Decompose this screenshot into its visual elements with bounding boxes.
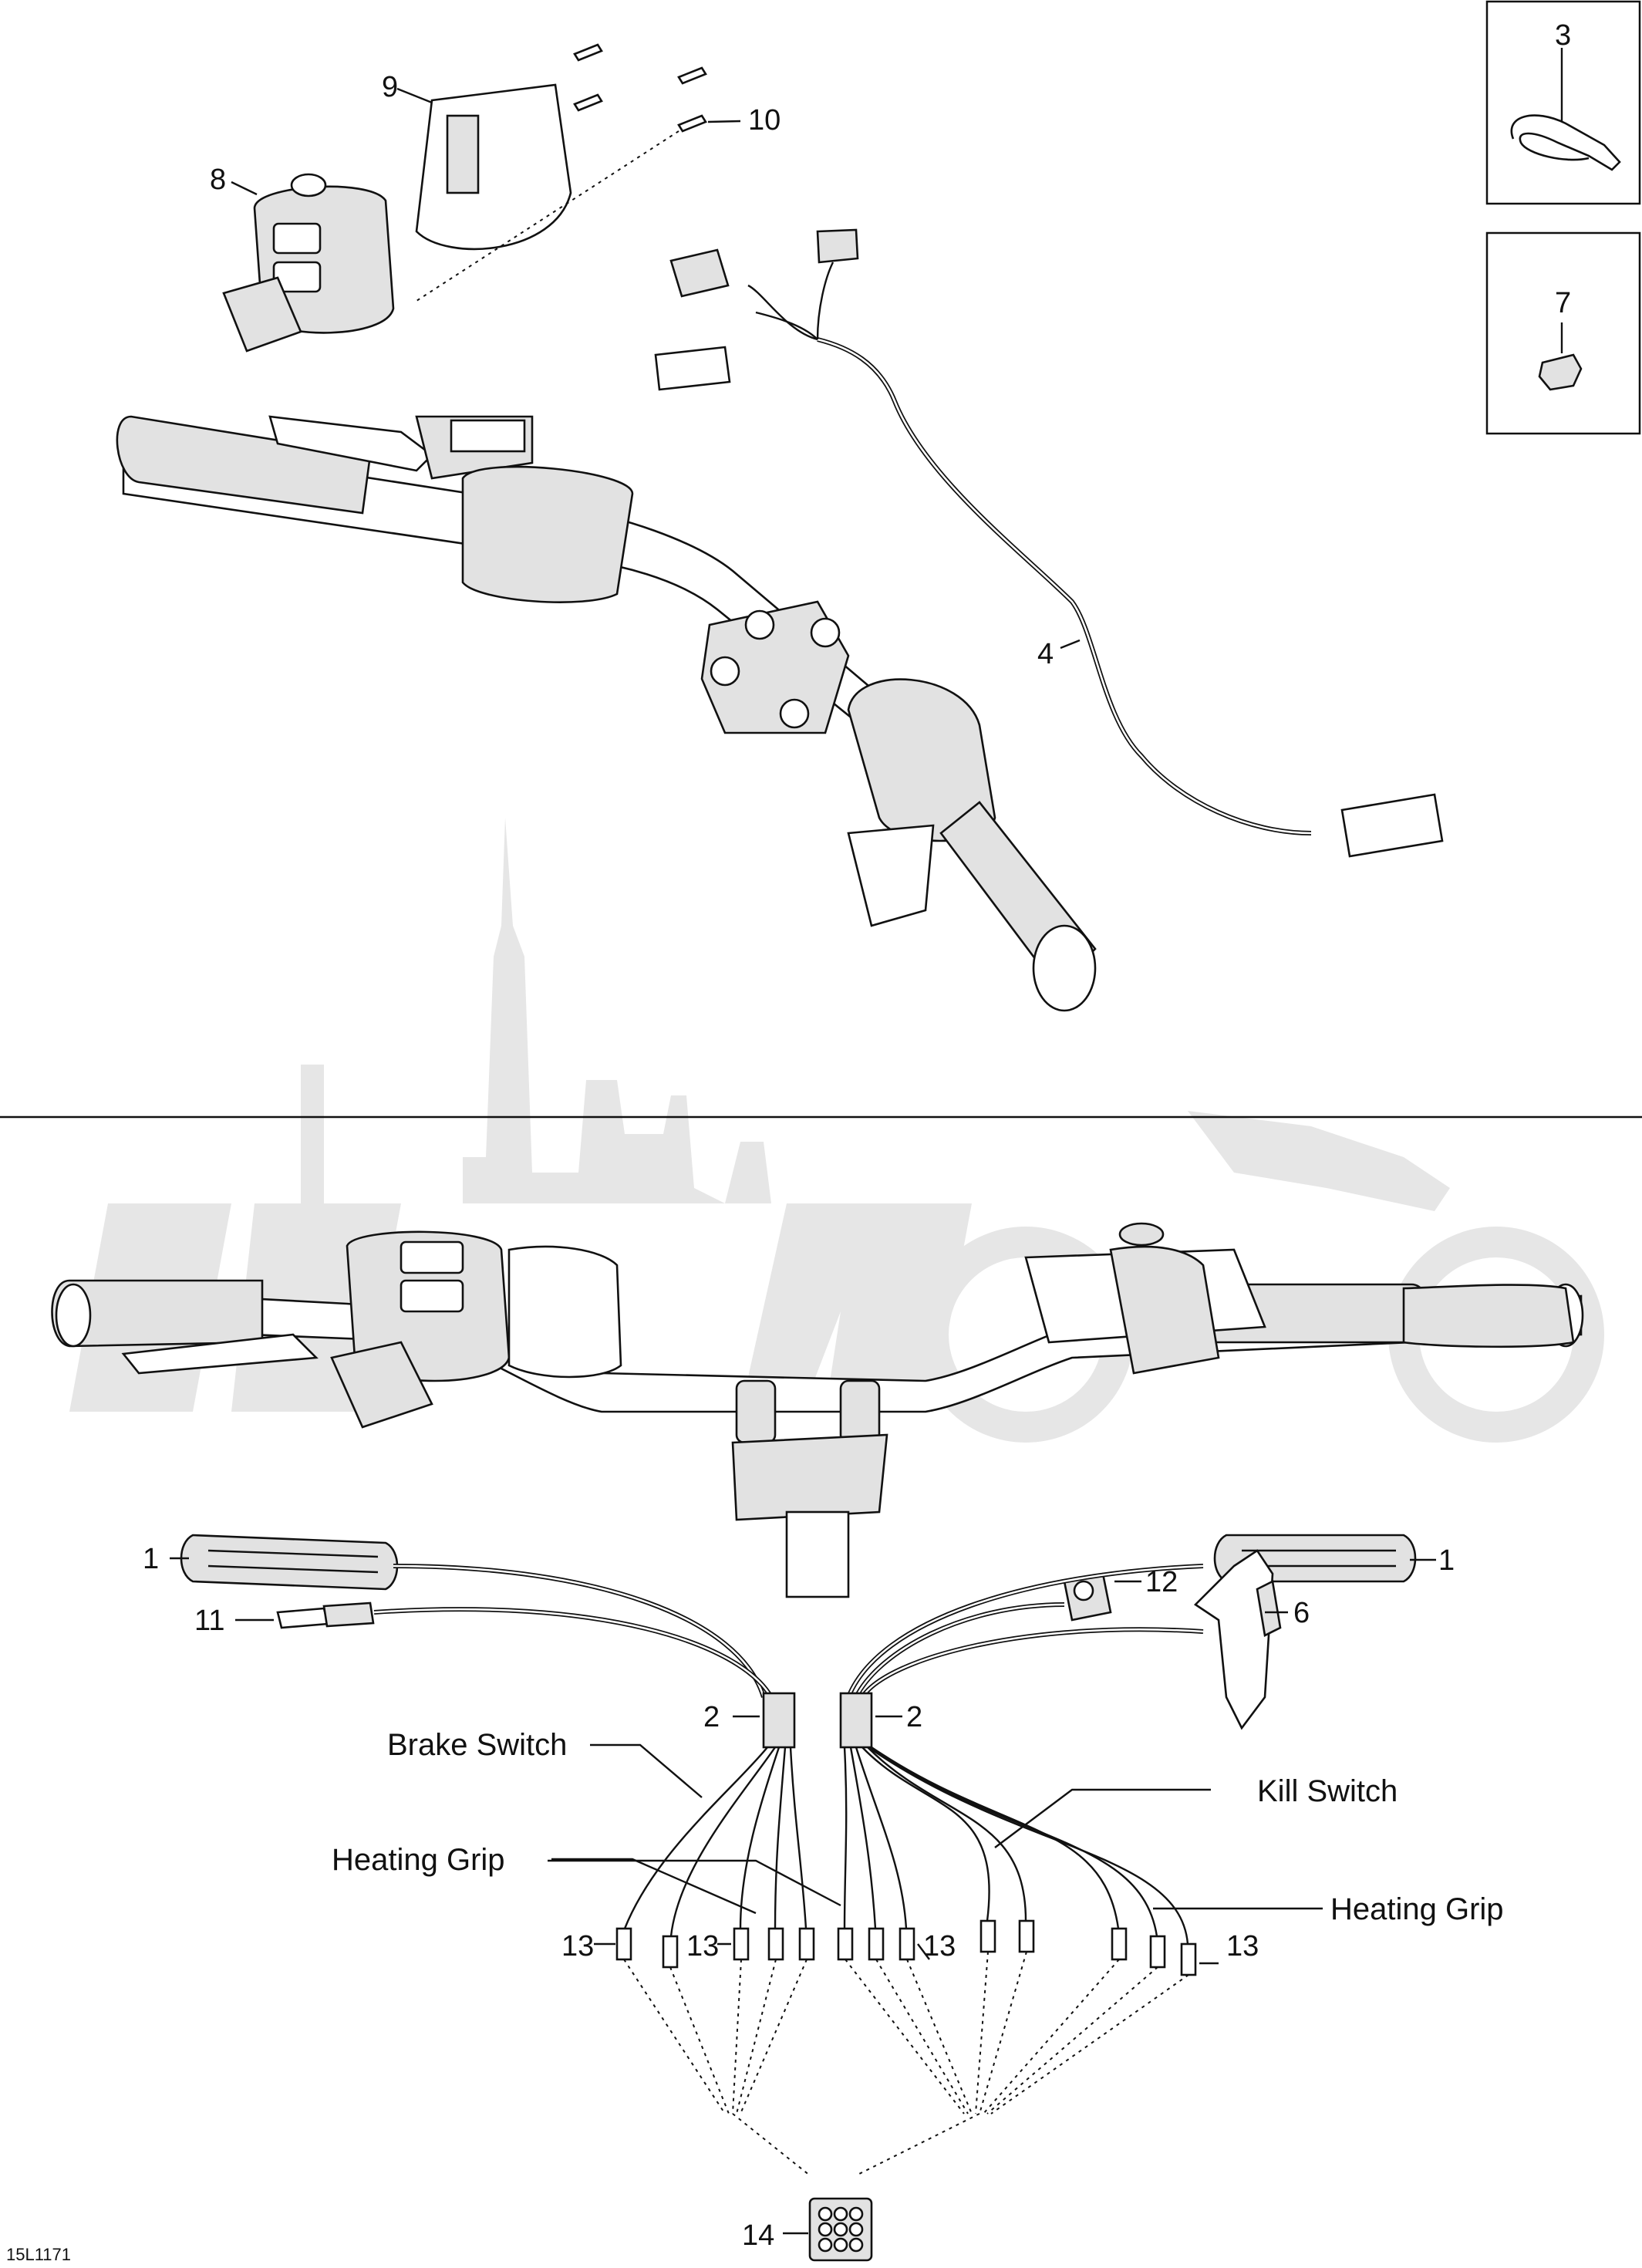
cable-tie-part [1510,48,1621,171]
leader-lines [170,1557,1436,2235]
harness-wires-bottom [373,1564,1204,2176]
screws [416,43,741,302]
callout-heating-grip-right: Heating Grip [1330,1892,1504,1926]
handlebar-assembly-bottom [51,1222,1584,1598]
label-part-1-left: 1 [143,1543,159,1575]
wiring-harness-part [654,228,1444,858]
label-part-13-a: 13 [561,1930,594,1963]
label-part-11: 11 [194,1605,224,1637]
label-part-2-left: 2 [703,1701,720,1733]
label-part-12: 12 [1145,1566,1178,1598]
diagram-reference-code: 15L1171 [6,2245,71,2264]
callout-heating-grip-left: Heating Grip [332,1843,505,1877]
label-part-13-d: 13 [1226,1930,1259,1963]
label-part-6: 6 [1293,1597,1310,1629]
label-part-3: 3 [1555,19,1571,52]
switch-housing-part [222,173,395,353]
label-part-8: 8 [210,164,226,196]
sensor-part [276,1601,375,1629]
terminals [615,1919,1197,1976]
bracket-part [1193,1549,1282,1730]
label-part-13-c: 13 [923,1930,956,1963]
label-part-7: 7 [1555,287,1571,319]
wire-clip-part [1538,322,1583,391]
handlebar-assembly-top [116,415,1097,1012]
label-part-4: 4 [1037,638,1054,670]
connector-part [808,2197,873,2262]
heated-grip-left-part [180,1534,399,1591]
item-3-box [1485,0,1641,205]
label-part-9: 9 [382,71,398,103]
item-7-box [1485,231,1641,435]
label-part-1-right: 1 [1438,1544,1455,1577]
label-part-13-b: 13 [686,1930,719,1963]
thermostat-part [1063,1572,1112,1622]
housing-cover-part [396,83,572,251]
callout-brake-switch: Brake Switch [387,1728,567,1762]
label-part-10: 10 [748,104,781,137]
label-part-2-right: 2 [906,1701,922,1733]
label-part-14: 14 [742,2219,774,2252]
callout-kill-switch: Kill Switch [1257,1774,1398,1808]
